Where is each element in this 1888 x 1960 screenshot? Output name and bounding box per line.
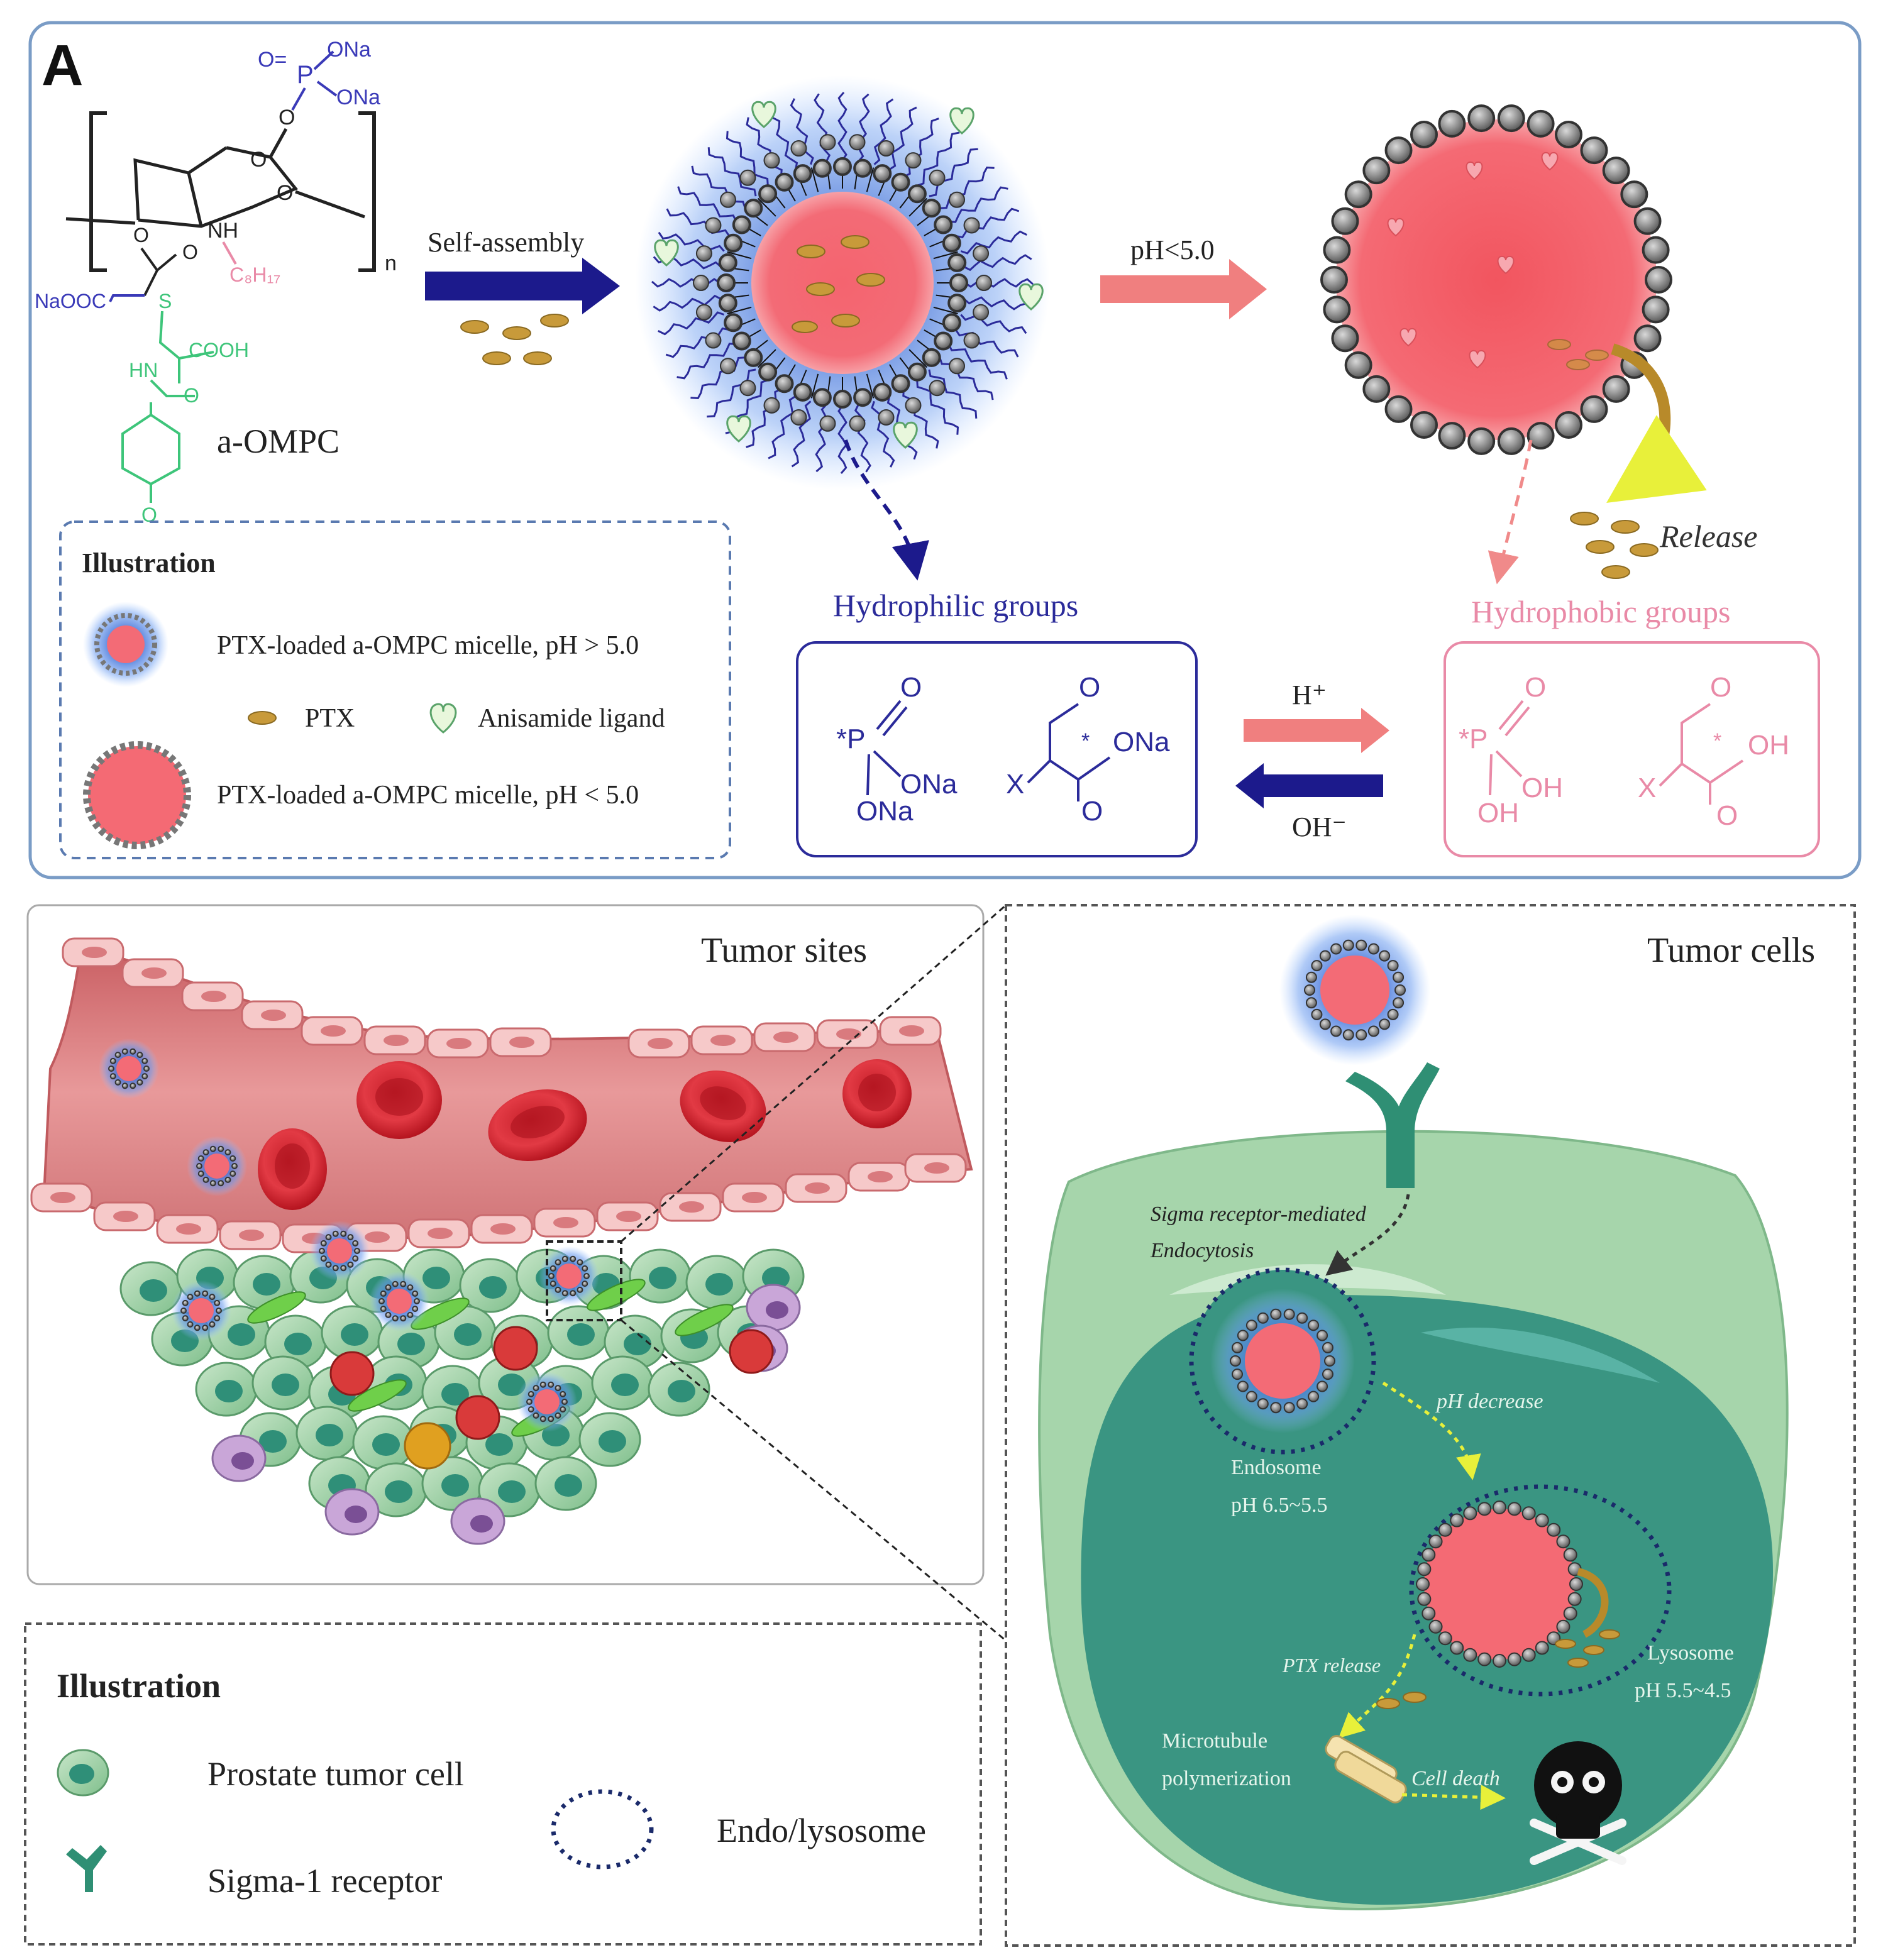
micelle-ph-gt-5 (635, 75, 1050, 490)
targeting-micelle (1279, 915, 1430, 1065)
endocytosis-label-1: Sigma receptor-mediated (1151, 1203, 1367, 1226)
legend-b-prostate: Prostate tumor cell (207, 1755, 464, 1793)
repeat-subscript: n (385, 251, 397, 275)
svg-text:OH: OH (1477, 798, 1519, 829)
cell-death-label: Cell death (1411, 1767, 1500, 1790)
tumor-sites-label: Tumor sites (701, 931, 867, 970)
oh-minus-label: OH⁻ (1292, 812, 1347, 842)
chem-p: P (297, 61, 314, 89)
chem-o-ring: O (250, 148, 267, 172)
chem-o-link: O (279, 106, 295, 129)
chem-o-ester1: O (133, 224, 149, 246)
legend-a-title: Illustration (82, 548, 216, 578)
ph-decrease-label: pH decrease (1435, 1390, 1543, 1413)
prostate-cell-icon (57, 1749, 109, 1797)
endocytosis-label-2: Endocytosis (1150, 1239, 1254, 1262)
chem-o-amide: O (184, 384, 199, 407)
panel-b-legend-frame (24, 1622, 982, 1946)
zoom-line-bottom (621, 1319, 1007, 1642)
acid-arrow (1100, 259, 1267, 319)
endocytosis-arrow (1325, 1194, 1410, 1276)
legend-a-ptx: PTX (305, 704, 355, 733)
hydrophobic-dashed-arrow (1488, 439, 1533, 585)
hydrophobic-box: *P O OH OH X O * OH O (1444, 641, 1820, 857)
chem-s: S (158, 290, 172, 312)
red-blood-cells (258, 1059, 912, 1210)
self-assembly-label: Self-assembly (428, 227, 584, 258)
a-ompc-structure: n ONa O= P ONa O O O NH C₈H₁₇ O O NaOOC … (35, 38, 397, 526)
legend-b-endo: Endo/lysosome (717, 1812, 926, 1849)
protonation-arrow (1244, 708, 1389, 753)
panel-a-letter: A (41, 33, 83, 97)
chem-naooc: NaOOC (35, 290, 106, 312)
svg-text:OH: OH (1521, 773, 1563, 803)
svg-text:O: O (1525, 672, 1546, 703)
self-assembly-arrow (425, 258, 620, 314)
chem-o-glyc: O (277, 181, 293, 205)
receptor-icon (66, 1845, 107, 1892)
chem-ona-top: ONa (327, 38, 371, 62)
chem-ona-right: ONa (336, 85, 380, 109)
anisamide-heart-icon (429, 703, 457, 734)
lysosome (1409, 1484, 1672, 1697)
svg-text:*: * (1713, 729, 1721, 753)
h-plus-label: H⁺ (1292, 680, 1327, 710)
microtubule-label-1: Microtubule (1162, 1729, 1267, 1753)
chem-hn: HN (129, 359, 158, 382)
endolysosome-icon (551, 1789, 654, 1869)
legend-b-title: Illustration (57, 1667, 221, 1705)
sigma-1-receptor (1345, 1062, 1440, 1188)
svg-text:ONa: ONa (1113, 727, 1170, 757)
compound-name: a-OMPC (217, 422, 340, 460)
legend-ptx-icon (248, 711, 277, 725)
legend-a-item1: PTX-loaded a-OMPC micelle, pH > 5.0 (217, 631, 639, 660)
ptx-drug-cluster (460, 314, 569, 365)
svg-text:ONa: ONa (856, 796, 914, 827)
svg-text:O: O (1710, 672, 1731, 703)
release-label: Release (1659, 519, 1757, 554)
microtubule-label-2: polymerization (1162, 1767, 1291, 1790)
hydrophilic-box: *P O ONa ONa X O * ONa O (796, 641, 1198, 857)
ptx-release-label: PTX release (1282, 1654, 1381, 1676)
hydrophilic-dashed-arrow (844, 439, 929, 581)
svg-text:O: O (900, 672, 922, 703)
svg-text:*P: *P (1459, 724, 1488, 754)
chem-cooh: COOH (189, 339, 249, 361)
svg-text:ONa: ONa (900, 769, 958, 800)
svg-text:OH: OH (1748, 730, 1789, 761)
svg-text:O: O (1081, 796, 1103, 827)
chem-c8h17: C₈H₁₇ (229, 263, 280, 286)
legend-a-anisamide: Anisamide ligand (478, 704, 665, 733)
legend-a-item2: PTX-loaded a-OMPC micelle, pH < 5.0 (217, 781, 639, 810)
tumor-cells-label: Tumor cells (1647, 931, 1815, 970)
lysosome-ph: pH 5.5~4.5 (1635, 1679, 1731, 1702)
legend-b-sigma: Sigma-1 receptor (207, 1862, 442, 1900)
svg-text:*P: *P (836, 724, 865, 754)
chem-o-ester2: O (182, 241, 198, 263)
endosome (1189, 1267, 1376, 1455)
svg-text:O: O (1079, 672, 1100, 703)
svg-text:O: O (1716, 800, 1738, 831)
panel-a-legend: Illustration PTX-loaded a-OMPC micelle, … (59, 520, 731, 859)
skull-icon (1530, 1741, 1626, 1865)
deprotonation-arrow (1235, 763, 1383, 808)
micelle-ph-lt-5 (1320, 104, 1707, 579)
svg-text:X: X (1006, 769, 1024, 800)
lysosome-label: Lysosome (1647, 1641, 1734, 1665)
ph-lt-5-label: pH<5.0 (1130, 234, 1215, 265)
chem-o-eq: O= (258, 48, 287, 72)
endosome-ph: pH 6.5~5.5 (1231, 1494, 1327, 1517)
zoom-region (546, 1240, 622, 1321)
hydrophilic-title: Hydrophilic groups (833, 588, 1078, 623)
hydrophobic-title: Hydrophobic groups (1471, 594, 1730, 629)
ph-decrease-arrow (1382, 1381, 1481, 1480)
svg-text:X: X (1638, 773, 1656, 803)
circulating-micelles (99, 1038, 599, 1432)
svg-text:*: * (1081, 729, 1090, 753)
endosome-label: Endosome (1231, 1456, 1322, 1479)
blood-vessel (30, 937, 973, 1253)
ptx-release-arrow (1338, 1634, 1416, 1739)
chem-nh: NH (207, 219, 238, 243)
